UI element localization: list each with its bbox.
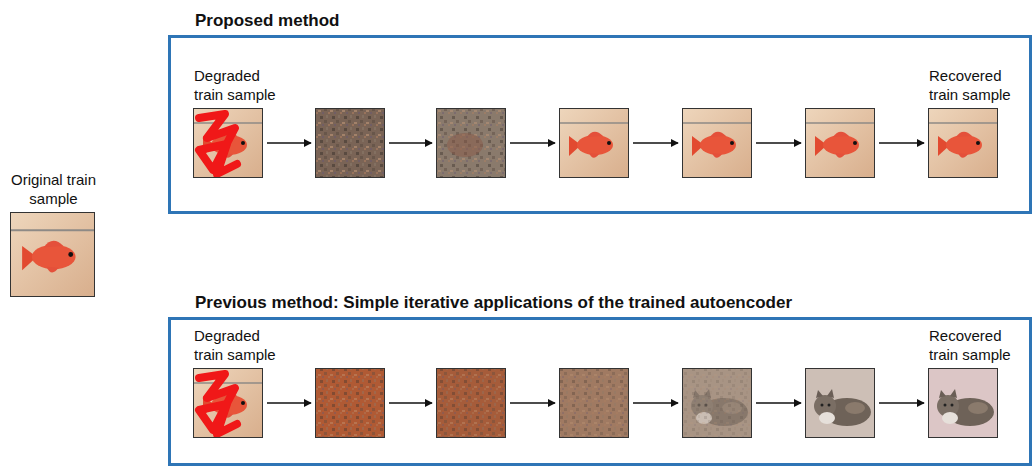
- background: [928, 368, 998, 438]
- proposed-tiles: [193, 108, 998, 178]
- flow-arrow: [510, 402, 555, 404]
- degradation-mask: [199, 374, 237, 434]
- sample-label: Recovered train sample: [929, 326, 1025, 364]
- panel-title: Proposed method: [195, 11, 340, 31]
- cat-image: [814, 389, 871, 426]
- noise-texture: [436, 368, 506, 438]
- noisy-image: [436, 368, 506, 438]
- flow-arrow: [756, 402, 801, 404]
- panel-title: Previous method: Simple iterative applic…: [195, 293, 792, 313]
- image-tile: [559, 368, 629, 438]
- fish-image: [193, 108, 263, 178]
- image-tile: Degraded train sample: [193, 368, 263, 438]
- image-tile: Recovered train sample: [928, 368, 998, 438]
- fish-image: [559, 108, 629, 178]
- noise-texture: [682, 368, 752, 438]
- sample-label: Degraded train sample: [194, 326, 290, 364]
- image-tile: [805, 368, 875, 438]
- sample-label: Recovered train sample: [929, 66, 1025, 104]
- fish-image: [10, 212, 95, 297]
- noise-texture: [315, 368, 385, 438]
- image-tile: [559, 108, 629, 178]
- image-tile: [436, 368, 506, 438]
- image-tile: [682, 368, 752, 438]
- image-tile: Recovered train sample: [928, 108, 998, 178]
- fish-image: [193, 368, 263, 438]
- background: [805, 368, 875, 438]
- image-tile: [805, 108, 875, 178]
- fish-image: [682, 108, 752, 178]
- fish-image: [928, 108, 998, 178]
- method-panel: Previous method: Simple iterative applic…: [168, 317, 1032, 466]
- flow-arrow: [756, 142, 801, 144]
- flow-arrow: [633, 402, 678, 404]
- noisy-image: [559, 368, 629, 438]
- noise-texture: [436, 108, 506, 178]
- image-tile: Degraded train sample: [193, 108, 263, 178]
- degradation-mask: [199, 114, 237, 174]
- flow-arrow: [510, 142, 555, 144]
- image-tile: [682, 108, 752, 178]
- flow-arrow: [389, 402, 432, 404]
- cat-image: [937, 389, 994, 426]
- noise-texture: [559, 368, 629, 438]
- fish-image: [805, 108, 875, 178]
- flow-arrow: [267, 402, 311, 404]
- faint-shape: [447, 133, 483, 157]
- sample-label: Degraded train sample: [194, 66, 290, 104]
- flow-arrow: [633, 142, 678, 144]
- noisy-image: [315, 368, 385, 438]
- method-panel: Proposed methodDegraded train sampleReco…: [168, 35, 1032, 214]
- noisy-image: [315, 108, 385, 178]
- flow-arrow: [267, 142, 311, 144]
- flow-arrow: [879, 402, 924, 404]
- flow-arrow: [389, 142, 432, 144]
- flow-arrow: [879, 142, 924, 144]
- noisy-image: [436, 108, 506, 178]
- image-tile: [315, 108, 385, 178]
- noise-texture: [315, 108, 385, 178]
- sample-label: Original train sample: [6, 170, 102, 208]
- image-tile: [315, 368, 385, 438]
- image-tile: [436, 108, 506, 178]
- noisy-image: [682, 368, 752, 438]
- image-tile: Original train sample: [10, 212, 95, 297]
- previous-tiles: [193, 368, 998, 438]
